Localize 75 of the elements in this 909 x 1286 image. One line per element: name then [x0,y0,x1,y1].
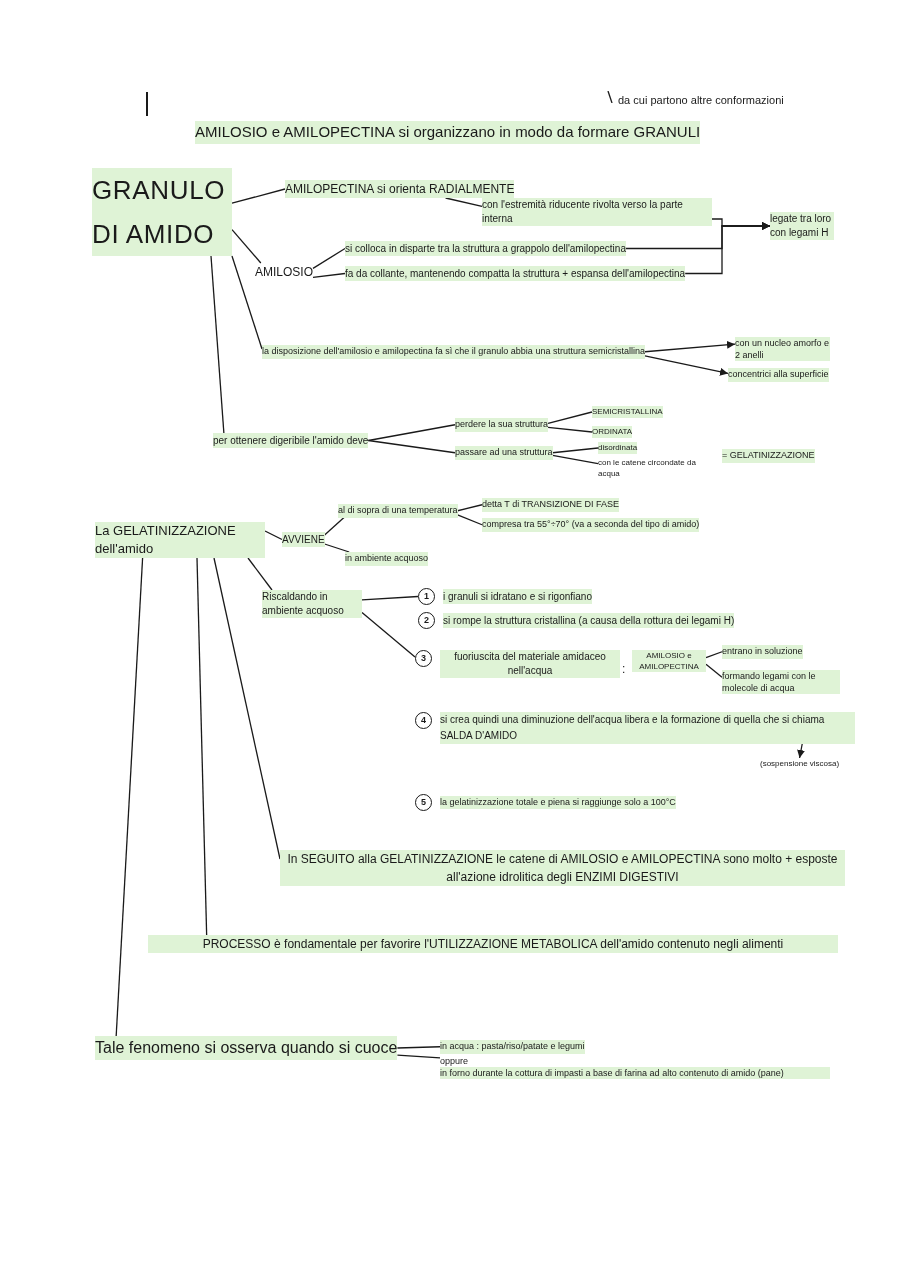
note-text: detta T di TRANSIZIONE DI FASE [482,498,620,512]
note-text: AMILOSIO e AMILOPECTINA [632,650,706,672]
note-text: per ottenere digeribile l'amido deve [213,433,369,448]
note-text: ORDINATA [592,426,633,438]
connector-line [213,557,281,860]
connector-line [264,530,283,541]
note-text: Riscaldando in ambiente acquoso [262,590,362,618]
note-text: si rompe la struttura cristallina (a causa della rottura dei legami H) [443,613,735,628]
note-text: AVVIENE [282,532,325,547]
note-text: con le catene circondate da acqua [598,457,710,479]
note-text: la gelatinizzazione totale e piena si raggiunge solo a 100°C [440,795,676,810]
connector-line [247,557,273,591]
connector-line [231,228,262,264]
note-text: con un nucleo amorfo e 2 anelli [735,337,830,361]
connector-line [456,504,483,512]
connector-line [361,595,419,601]
arrow [797,743,805,759]
connector-line [312,272,346,279]
note-text: = GELATINIZZAZIONE [722,449,815,463]
note-text: al di sopra di una temperatura [338,504,458,518]
note-text: perdere la sua struttura [455,418,549,432]
connector-line [456,514,483,526]
note-text: da cui partono altre conformazioni [618,93,784,108]
note-text: AMILOSIO [255,263,313,281]
connector-line [367,439,456,454]
note-text: : [622,661,626,678]
note-text: formando legami con le molecole di acqua [722,670,840,694]
connector-line [396,1054,441,1059]
connector-line [444,197,483,208]
connector-line [323,543,350,553]
note-text: compresa tra 55°÷70° (va a seconda del tipo di amido) [482,518,700,532]
note-text: la disposizione dell'amilosio e amilopectina fa sì che il granulo abbia una struttura semicristallina [262,345,645,359]
arrow [684,222,771,275]
topic-heading: GRANULO DI AMIDO [92,168,232,256]
connector-line [231,188,286,204]
connector-line [210,255,225,434]
connector-line [361,611,416,658]
note-text: entrano in soluzione [722,645,803,659]
note-text: In SEGUITO alla GELATINIZZAZIONE le catene di AMILOSIO e AMILOPECTINA sono molto + esposte all'azione idrolitica degli ENZIMI DIGESTIVI [280,850,845,886]
note-text: concentrici alla superficie [728,368,829,382]
connector-line [231,255,263,350]
connector-line [547,411,593,425]
note-text: in forno durante la cottura di impasti a base di farina ad alto contenuto di amido (pane) [440,1067,830,1079]
connector-line [196,557,208,936]
note-text: AMILOPECTINA si orienta RADIALMENTE [285,180,515,198]
note-text: SEMICRISTALLINA [592,406,663,418]
connector-line [551,454,599,465]
note-text: passare ad una struttura [455,446,553,460]
connector-line [312,247,346,270]
note-text: (sospensione viscosa) [760,758,840,770]
connector-line [115,557,144,1037]
note-text: in acqua : pasta/riso/patate e legumi [440,1040,585,1054]
note-text: si crea quindi una diminuzione dell'acqua libera e la formazione di quella che si chiama SALDA D'AMIDO [440,712,855,744]
note-text: Tale fenomeno si osserva quando si cuoce [95,1036,398,1060]
note-text: i granuli si idratano e si rigonfiano [443,589,592,604]
note-text: PROCESSO è fondamentale per favorire l'UTILIZZAZIONE METABOLICA dell'amido contenuto negli alimenti [148,935,838,953]
connector-line [705,651,723,659]
connector-line [396,1046,441,1049]
note-text: legate tra loro con legami H [770,212,834,240]
connector-line [323,516,345,536]
heading-text: AMILOSIO e AMILOPECTINA si organizzano in modo da formare GRANULI [195,121,701,144]
note-text: fuoriuscita del materiale amidaceo nell'acqua [440,650,620,678]
note-text: fa da collante, mantenendo compatta la struttura + espansa dell'amilopectina [345,266,686,281]
connector-line [705,663,723,678]
note-text: disordinata [598,442,638,454]
connector-line [551,447,599,454]
arrow [644,355,729,376]
section-heading: La GELATINIZZAZIONE dell'amido [95,522,265,558]
connector-line [367,424,456,442]
note-text: con l'estremità riducente rivolta verso la parte interna [482,198,712,226]
note-text: in ambiente acquoso [345,552,429,566]
connector-line [547,426,593,433]
note-text: oppure [440,1055,470,1067]
arrow [644,340,736,353]
note-text: si colloca in disparte tra la struttura a grappolo dell'amilopectina [345,241,626,256]
